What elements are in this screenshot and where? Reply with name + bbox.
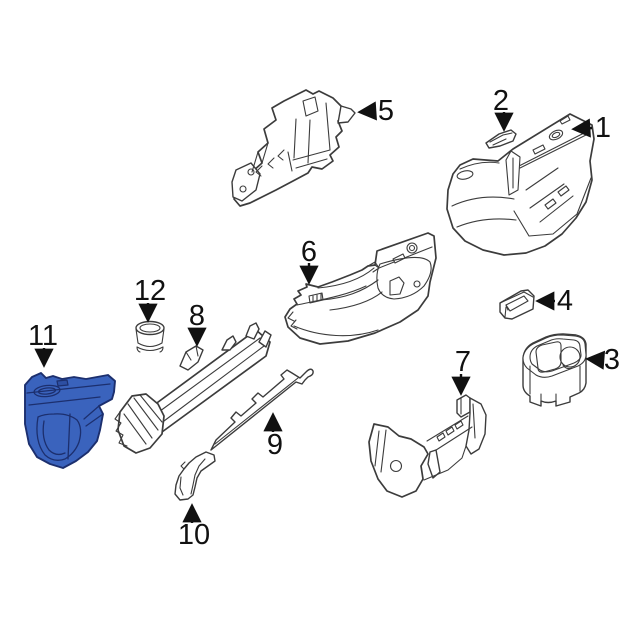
callout-label-1: 1: [595, 112, 611, 144]
callout-2: 2: [493, 85, 514, 132]
callout-8: 8: [187, 300, 207, 347]
part-6-lower-console-cover: [284, 232, 437, 345]
callout-arrow-5: [357, 101, 377, 121]
part-5-mounting-bracket: [231, 89, 356, 207]
callout-label-5: 5: [378, 95, 394, 127]
callout-label-10: 10: [178, 519, 210, 551]
callout-label-2: 2: [493, 85, 509, 117]
callout-10: 10: [178, 503, 210, 551]
part-2-clip: [485, 129, 517, 149]
callout-label-7: 7: [455, 346, 471, 378]
callout-12: 12: [134, 275, 166, 323]
callout-label-9: 9: [267, 429, 283, 461]
callout-arrow-3: [585, 350, 606, 370]
part-7-rear-bracket: [368, 394, 487, 498]
part-12-cup-insert: [135, 320, 165, 353]
callout-label-6: 6: [301, 236, 317, 268]
callout-11: 11: [28, 320, 58, 368]
callout-1: 1: [571, 112, 611, 144]
callout-label-11: 11: [28, 320, 58, 352]
callout-arrow-1: [571, 118, 593, 138]
callout-label-3: 3: [604, 344, 620, 376]
callout-label-12: 12: [134, 275, 166, 307]
callout-4: 4: [535, 285, 573, 317]
callout-9: 9: [263, 412, 283, 461]
part-10-end-cap: [174, 451, 216, 501]
part-4-bezel: [499, 289, 535, 320]
part-1-console-finish-panel: [446, 113, 595, 256]
callout-7: 7: [451, 346, 471, 396]
callout-label-4: 4: [557, 285, 573, 317]
callout-3: 3: [585, 344, 620, 376]
part-9-trim-strip: [210, 368, 314, 451]
callout-6: 6: [299, 236, 319, 285]
part-8-side-rail-bracket: [114, 322, 272, 454]
part-3-cup-holder-insert: [522, 333, 587, 407]
callout-label-8: 8: [189, 300, 205, 332]
callout-5: 5: [357, 95, 394, 127]
part-5-wing: [337, 105, 356, 124]
part-11-end-panel-highlighted: [24, 372, 116, 469]
